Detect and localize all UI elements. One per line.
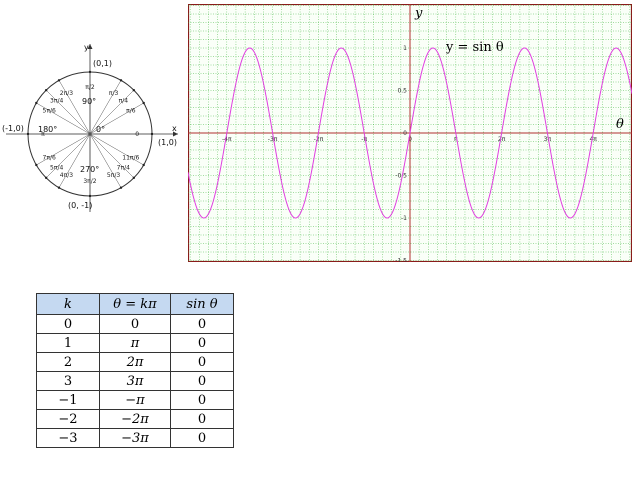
y-tick-label: -1 xyxy=(401,215,407,222)
table-cell: 3 xyxy=(36,371,100,391)
radian-label: 0 xyxy=(135,131,139,138)
radian-label: π xyxy=(41,131,45,138)
unit-circle-point xyxy=(132,88,136,92)
point-neg1-0-label: (-1,0) xyxy=(2,124,24,133)
radian-label: π/6 xyxy=(126,107,136,114)
angle-180-label: 180° xyxy=(38,125,57,134)
unit-circle-point xyxy=(119,186,123,189)
table-cell: 0 xyxy=(170,428,234,448)
table-cell: π xyxy=(99,333,171,353)
x-tick-label: -2π xyxy=(314,136,324,143)
unit-circle-x-label: x xyxy=(172,124,177,133)
radian-label: 5π/4 xyxy=(50,164,63,171)
radian-label: 7π/6 xyxy=(43,155,56,162)
point-0-1-label: (0,1) xyxy=(93,59,112,68)
radian-label: 3π/2 xyxy=(83,178,96,185)
x-tick-label: -4π xyxy=(222,136,232,143)
point-1-0-label: (1,0) xyxy=(158,138,177,147)
table-cell: 2π xyxy=(99,352,171,372)
table-cell: −2π xyxy=(99,409,171,429)
table-header-row: k θ = kπ sin θ xyxy=(36,293,234,315)
radian-label: 2π/3 xyxy=(60,90,73,97)
unit-circle-point xyxy=(57,79,61,82)
radian-label: 3π/4 xyxy=(50,98,63,105)
unit-circle-point xyxy=(88,70,92,74)
table-cell: −3π xyxy=(99,428,171,448)
unit-circle-y-label: y xyxy=(84,43,89,52)
table-cell: 0 xyxy=(170,314,234,334)
y-tick-label: 0 xyxy=(403,130,407,137)
sine-curve xyxy=(188,47,632,219)
radian-label: 5π/6 xyxy=(43,107,56,114)
radian-label: π/3 xyxy=(109,90,119,97)
unit-circle-point xyxy=(142,101,145,105)
x-tick-label: 2π xyxy=(498,136,506,143)
y-axis-label: y xyxy=(414,6,423,21)
y-tick-label: 0.5 xyxy=(397,88,407,95)
unit-circle-point xyxy=(142,163,145,167)
table-cell: 0 xyxy=(36,314,100,334)
unit-circle-point xyxy=(57,186,61,189)
angle-90-label: 90° xyxy=(82,97,96,106)
unit-circle-diagram: 0 π/6 π/4π/3 π/2 2π/33π/4 5π/6 π 7π/6 5π/44π/3 3π… xyxy=(2,43,178,212)
unit-circle-point xyxy=(150,132,154,136)
x-tick-label: π xyxy=(454,136,458,143)
radian-label: 7π/4 xyxy=(117,164,130,171)
table-cell: −2 xyxy=(36,409,100,429)
angle-270-label: 270° xyxy=(80,165,99,174)
unit-circle-point xyxy=(26,132,30,136)
y-tick-label: -1.5 xyxy=(395,258,407,263)
point-0-neg1-label: (0, -1) xyxy=(68,201,92,210)
table-cell: −1 xyxy=(36,390,100,410)
table-cell: 0 xyxy=(170,371,234,391)
table-cell: 0 xyxy=(170,352,234,372)
table-cell: −3 xyxy=(36,428,100,448)
x-tick-label: 4π xyxy=(589,136,597,143)
x-tick-label: -3π xyxy=(268,136,278,143)
sine-graph: -4π -3π -2π -π 0 π 2π 3π 4π 1 0.5 0 -0.5 -1 -1.5 y = s… xyxy=(188,4,632,262)
x-tick-label: 3π xyxy=(544,136,552,143)
table-cell: 0 xyxy=(99,314,171,334)
table-cell: 2 xyxy=(36,352,100,372)
table-cell: 1 xyxy=(36,333,100,353)
table-cell: −π xyxy=(99,390,171,410)
x-axis-label: θ xyxy=(616,117,624,132)
table-cell: 0 xyxy=(170,409,234,429)
unit-circle-point xyxy=(35,163,38,167)
y-tick-label: 1 xyxy=(403,45,407,52)
x-tick-label: -π xyxy=(361,136,367,143)
radian-label: 5π/3 xyxy=(107,172,120,179)
unit-circle-point xyxy=(88,194,92,198)
radian-label: 11π/6 xyxy=(122,155,139,162)
header-k: k xyxy=(36,293,100,315)
header-sin: sin θ xyxy=(170,293,234,315)
table-cell: 0 xyxy=(170,390,234,410)
radian-label: π/2 xyxy=(85,84,95,91)
unit-circle-point xyxy=(44,176,48,180)
unit-circle-point xyxy=(35,101,38,105)
x-tick-label: 0 xyxy=(408,136,412,143)
radian-label: π/4 xyxy=(119,98,129,105)
y-tick-label: -0.5 xyxy=(395,173,407,180)
chart-title: y = sin θ xyxy=(445,40,504,55)
header-theta: θ = kπ xyxy=(99,293,171,315)
table-cell: 0 xyxy=(170,333,234,353)
unit-circle-point xyxy=(119,79,123,82)
angle-0-label: 0° xyxy=(96,125,105,134)
unit-circle-point xyxy=(44,88,48,92)
unit-circle-point xyxy=(132,176,136,180)
radian-label: 4π/3 xyxy=(60,172,73,179)
table-cell: 3π xyxy=(99,371,171,391)
